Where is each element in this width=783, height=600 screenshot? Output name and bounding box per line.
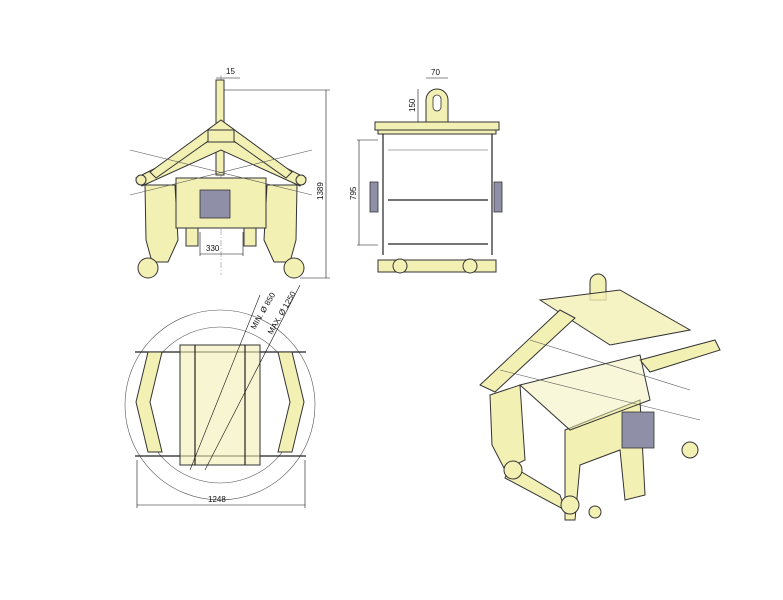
dim-eye-width-label: 70 bbox=[431, 68, 440, 77]
dim-width-label: 1248 bbox=[208, 495, 226, 504]
top-view: MIN. Ø 850 MAX. Ø 1250 1248 bbox=[124, 284, 316, 508]
dim-offset-label: 15 bbox=[226, 67, 235, 76]
dim-side-height-label: 795 bbox=[349, 186, 358, 200]
front-view: 15 1389 330 bbox=[129, 67, 330, 279]
dim-eye-height-label: 150 bbox=[408, 98, 417, 112]
side-view: 70 150 795 bbox=[349, 68, 503, 274]
isometric-view bbox=[479, 273, 721, 521]
dim-height-label: 1389 bbox=[316, 182, 325, 200]
dim-jaw-label: 330 bbox=[206, 244, 220, 253]
